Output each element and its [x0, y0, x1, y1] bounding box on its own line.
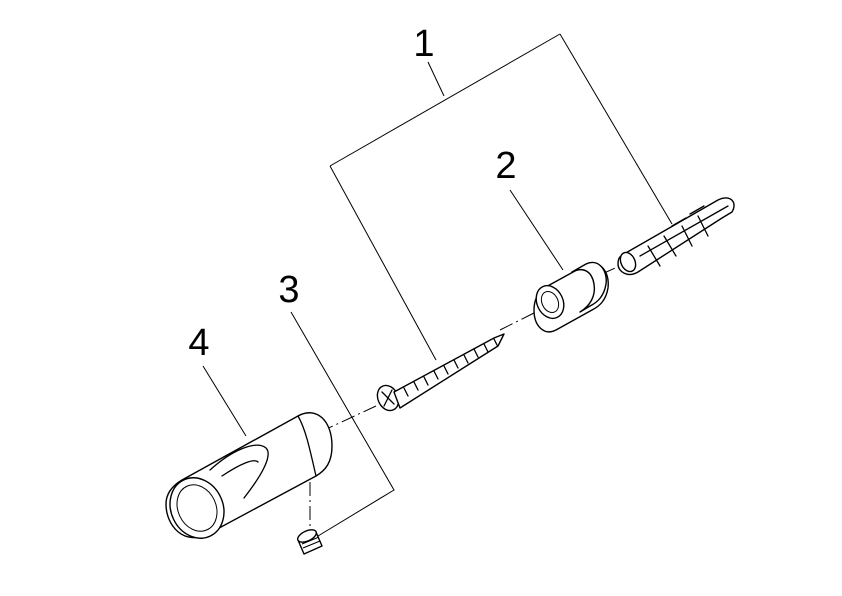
- set-screw: [296, 529, 323, 555]
- leader-2: [509, 189, 564, 271]
- callout-label-4: 4: [188, 322, 209, 364]
- callout-label-1: 1: [413, 23, 434, 65]
- hook-body: [165, 412, 333, 539]
- leader-1-to-anchor: [559, 33, 673, 225]
- leader-4: [202, 365, 247, 437]
- callout-label-3: 3: [278, 269, 299, 311]
- leader-1-to-screw: [329, 165, 437, 361]
- leader-3: [290, 311, 395, 537]
- callout-label-2: 2: [495, 145, 516, 187]
- leader-lines: [202, 33, 673, 537]
- wall-anchor: [617, 197, 735, 276]
- spacer-sleeve: [533, 261, 609, 333]
- axis-screw-to-spacer: [499, 309, 541, 331]
- leader-1-stem: [427, 61, 445, 97]
- screw: [376, 333, 505, 412]
- leader-1-bracket: [329, 33, 561, 167]
